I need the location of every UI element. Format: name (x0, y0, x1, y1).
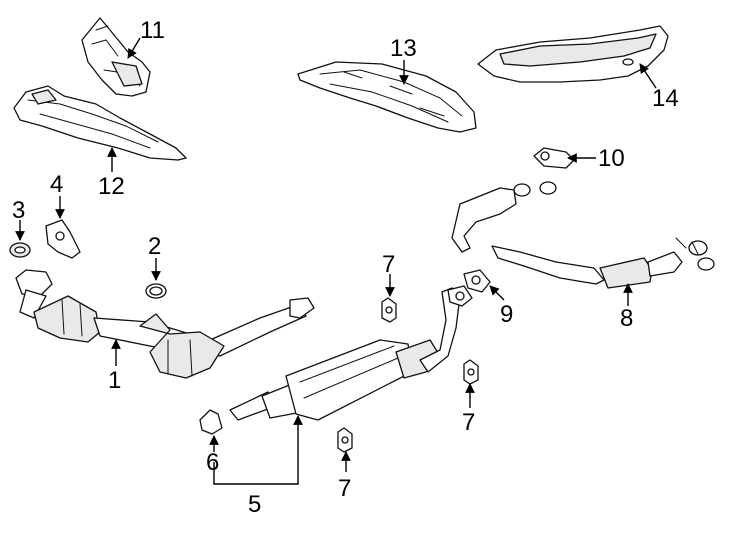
muffler-part-5 (229, 287, 461, 421)
gasket-part-9 (447, 269, 491, 307)
callout-1: 1 (108, 367, 121, 394)
callout-4: 4 (50, 171, 63, 198)
callout-11: 11 (140, 17, 165, 44)
callout-7-bottom: 7 (338, 475, 351, 502)
gasket-part-3 (9, 242, 31, 258)
callout-6: 6 (206, 449, 219, 476)
heat-shield-part-4 (45, 219, 81, 259)
catalytic-converter-part-1 (15, 269, 315, 379)
callout-2: 2 (148, 233, 161, 260)
isolator-part-7b (463, 359, 479, 385)
callout-3: 3 (12, 197, 25, 224)
rear-muffler-part-8 (451, 181, 715, 289)
clamp-part-6 (199, 409, 223, 435)
callout-labels: 11 12 13 14 10 3 4 2 1 7 8 9 7 6 7 5 (12, 17, 679, 518)
callout-12: 12 (98, 173, 125, 200)
callout-5: 5 (248, 491, 261, 518)
callout-13: 13 (390, 35, 417, 62)
gasket-part-2 (145, 283, 167, 299)
callout-10: 10 (598, 145, 625, 172)
callout-14: 14 (652, 85, 679, 112)
heat-shield-part-11 (81, 17, 151, 97)
isolator-part-7a (381, 297, 397, 323)
callout-7-right: 7 (462, 409, 475, 436)
heat-shield-part-14 (477, 25, 669, 83)
isolator-part-7c (337, 427, 353, 453)
bracket-part-10 (533, 147, 575, 169)
callout-8: 8 (620, 305, 633, 332)
callout-9: 9 (500, 301, 513, 328)
heat-shield-part-12 (13, 85, 187, 161)
callout-7-top: 7 (382, 251, 395, 278)
heat-shield-part-13 (297, 61, 477, 133)
leader-lines (15, 37, 657, 485)
